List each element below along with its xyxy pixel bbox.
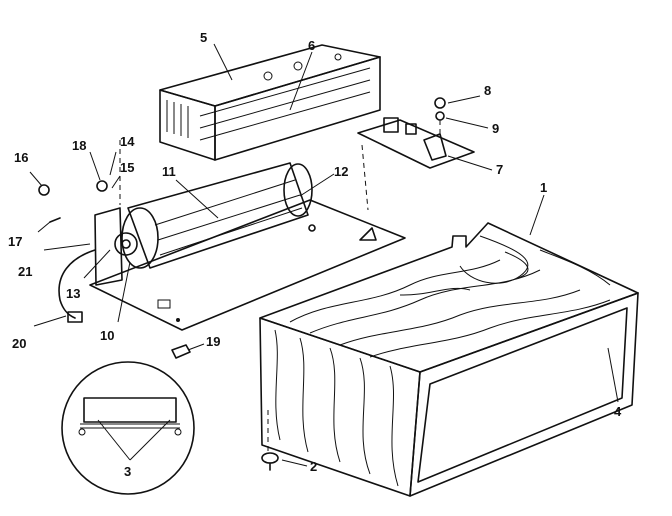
- upper-housing-part: [159, 44, 381, 161]
- callout-21: 21: [18, 264, 32, 279]
- callout-7: 7: [496, 162, 503, 177]
- callout-18: 18: [72, 138, 86, 153]
- callout-6: 6: [308, 38, 315, 53]
- callout-11: 11: [162, 164, 176, 179]
- screw-part: [261, 452, 279, 471]
- callout-8: 8: [484, 83, 491, 98]
- callout-5: 5: [200, 30, 207, 45]
- wood-cabinet-part: [259, 222, 639, 497]
- callout-10: 10: [100, 328, 114, 343]
- callout-13: 13: [66, 286, 80, 301]
- blower-assembly-part: [38, 162, 406, 359]
- leader-lines: [29, 43, 619, 467]
- callout-12: 12: [334, 164, 348, 179]
- callout-17: 17: [8, 234, 22, 249]
- callout-19: 19: [206, 334, 220, 349]
- callout-labels: 1 2 3 4 5 6 7 8 9 10 11 12 13 14 15 16 1…: [8, 30, 622, 479]
- detail-circle-part: [61, 361, 195, 495]
- alignment-lines: [119, 140, 369, 452]
- callout-15: 15: [120, 160, 134, 175]
- callout-4: 4: [614, 404, 622, 419]
- callout-2: 2: [310, 459, 317, 474]
- control-board-part: [357, 97, 475, 169]
- callout-20: 20: [12, 336, 26, 351]
- callout-16: 16: [14, 150, 28, 165]
- callout-3: 3: [124, 464, 131, 479]
- callout-9: 9: [492, 121, 499, 136]
- callout-14: 14: [120, 134, 135, 149]
- callout-1: 1: [540, 180, 547, 195]
